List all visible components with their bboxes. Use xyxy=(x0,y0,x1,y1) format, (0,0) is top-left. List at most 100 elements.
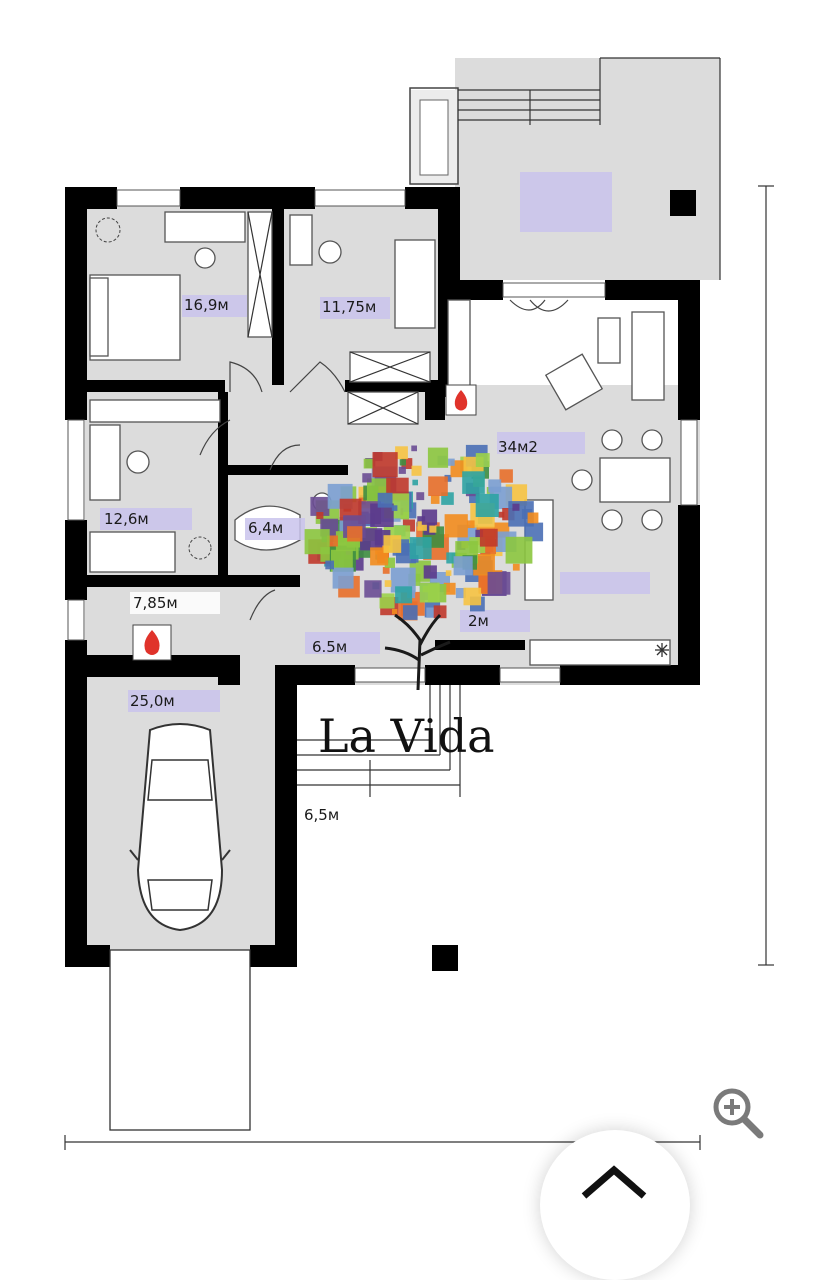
zoom-in-button[interactable] xyxy=(710,1085,766,1141)
tree-tile xyxy=(316,512,324,519)
tree-tile xyxy=(325,560,334,570)
room-label-living: 34м2 xyxy=(498,438,538,456)
tree-tile xyxy=(498,511,505,518)
tree-tile xyxy=(521,509,532,519)
tree-tile xyxy=(524,522,544,542)
office-furniture xyxy=(89,399,221,573)
tree-tile xyxy=(332,567,354,589)
windows xyxy=(67,189,698,683)
snowflake-icon xyxy=(655,643,669,657)
tree-tile xyxy=(428,476,448,496)
walls xyxy=(65,187,700,971)
tree-tile xyxy=(455,588,466,599)
tree-tile xyxy=(372,452,398,478)
tree-tile xyxy=(395,446,408,460)
chevron-up-icon xyxy=(581,1165,647,1199)
tree-tile xyxy=(364,580,382,598)
tree-tile xyxy=(395,586,413,604)
tree-tile xyxy=(419,582,440,603)
tree-tile xyxy=(453,556,473,576)
tree-tile xyxy=(469,492,480,504)
room-label-boiler: 7,85м xyxy=(133,594,178,612)
tree-tile xyxy=(392,609,398,615)
tree-tile xyxy=(358,497,366,505)
tree-tile xyxy=(445,570,452,576)
tree-tile xyxy=(475,493,499,517)
tree-tile xyxy=(379,593,395,609)
tree-tile xyxy=(331,549,353,572)
floor-plan: 16,9м 11,75м 34м2 12,6м 6,4м 7,85м 6.5м … xyxy=(64,57,774,1150)
tree-tile xyxy=(399,459,406,466)
tree-tile xyxy=(444,474,452,482)
room-label-wc: 2м xyxy=(468,612,489,630)
tree-tile xyxy=(427,447,449,468)
tree-tile xyxy=(466,520,475,529)
tree-tile xyxy=(421,509,438,525)
tree-tile xyxy=(416,492,425,501)
terrace xyxy=(409,57,721,280)
tree-tile xyxy=(487,571,511,595)
zoom-in-icon xyxy=(713,1088,764,1139)
living-furniture xyxy=(347,299,671,666)
tree-tile xyxy=(412,479,418,486)
tree-tile xyxy=(391,505,398,511)
tree-tile xyxy=(310,496,330,516)
bedroom-1-furniture xyxy=(89,211,273,361)
tree-tile xyxy=(383,535,402,553)
tree-tile xyxy=(512,563,520,571)
tree-tile xyxy=(426,607,437,618)
tree-tile xyxy=(304,529,330,555)
tree-tile xyxy=(411,445,417,452)
tree-tile xyxy=(475,453,490,467)
room-label-office: 12,6м xyxy=(104,510,149,528)
tree-tile xyxy=(362,473,372,483)
fireplace-icon xyxy=(445,384,477,416)
tree-tile xyxy=(475,529,484,538)
room-label-bath: 6,4м xyxy=(248,519,283,537)
tree-tile xyxy=(447,458,455,466)
tree-trunk xyxy=(384,613,451,691)
label-backgrounds xyxy=(100,295,650,712)
tree-tile xyxy=(479,528,498,547)
tree-tile xyxy=(384,580,392,587)
room-labels: 16,9м 11,75м 34м2 12,6м 6,4м 7,85м 6.5м … xyxy=(104,296,538,824)
tree-tile xyxy=(443,582,456,595)
tree-tile xyxy=(423,565,437,579)
tree-tile xyxy=(433,605,447,619)
garage-details xyxy=(109,723,251,1131)
tree-tile xyxy=(463,587,482,606)
tree-tile xyxy=(382,567,390,574)
tree-tile xyxy=(505,536,533,564)
brand-logo-text: La Vida xyxy=(318,709,495,763)
room-label-bedroom-1: 16,9м xyxy=(184,296,229,314)
tree-tile xyxy=(402,605,418,620)
tree-tile xyxy=(377,492,393,508)
tree-tile xyxy=(409,537,432,559)
tree-tile xyxy=(417,516,426,525)
entrance-steps xyxy=(297,685,461,797)
tree-tile xyxy=(398,466,406,474)
tree-tile xyxy=(401,458,413,469)
scroll-up-button[interactable] xyxy=(540,1130,690,1280)
room-label-garage: 25,0м xyxy=(130,692,175,710)
bedroom-2-furniture xyxy=(289,214,436,383)
doors xyxy=(199,299,569,621)
tree-tile xyxy=(473,553,495,576)
room-label-bedroom-2: 11,75м xyxy=(322,298,376,316)
tree-tile xyxy=(462,471,485,494)
boiler-icon xyxy=(132,624,172,661)
tree-tile xyxy=(512,503,520,511)
tree-tile xyxy=(384,557,395,568)
car-icon xyxy=(129,723,231,932)
tree-tile xyxy=(527,512,539,524)
porch-label: 6,5м xyxy=(304,806,339,824)
tree-tile xyxy=(488,479,502,493)
tree-tile xyxy=(429,525,437,533)
tree-tile xyxy=(444,514,468,538)
tree-tile xyxy=(326,535,338,547)
tree-tile xyxy=(370,503,394,527)
tree-tile xyxy=(417,521,427,531)
room-label-hall: 6.5м xyxy=(312,638,347,656)
tree-tile xyxy=(411,465,422,476)
logo-tree-image xyxy=(304,444,544,621)
